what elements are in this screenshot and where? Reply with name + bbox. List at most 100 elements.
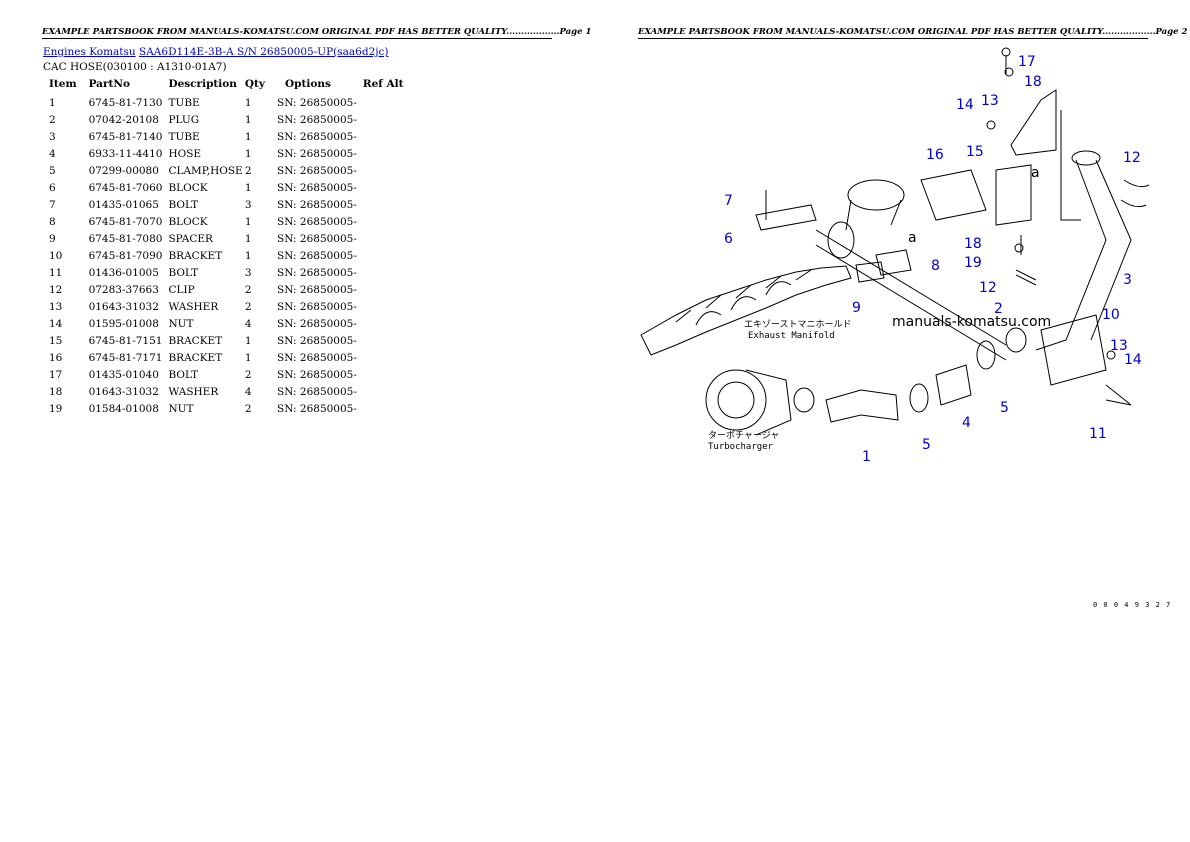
options-cell: SN: 26850005- <box>277 266 357 279</box>
callout-3: 3 <box>1123 272 1132 288</box>
partno-cell: 01436-01005 <box>88 266 159 279</box>
refalt-cell <box>357 196 410 213</box>
partno-cell: 01595-01008 <box>88 317 159 330</box>
item-cell: 19 <box>49 402 63 415</box>
item-cell: 3 <box>49 130 56 143</box>
description-cell: BOLT <box>168 266 199 279</box>
callout-18b: 18 <box>964 236 982 252</box>
qty-cell: 2 <box>244 402 252 415</box>
qty-cell: 1 <box>244 181 252 194</box>
options-cell: SN: 26850005- <box>277 385 357 398</box>
partno-cell: 6745-81-7151 <box>88 334 163 347</box>
qty-cell: 2 <box>244 368 252 381</box>
callout-18: 18 <box>1024 74 1042 90</box>
qty-cell: 1 <box>244 113 252 126</box>
refalt-cell <box>357 230 410 247</box>
description-cell: BRACKET <box>168 351 223 364</box>
breadcrumb-link-engines[interactable]: Engines Komatsu <box>43 46 136 58</box>
col-description-header: Description <box>168 78 237 90</box>
description-cell: CLIP <box>168 283 195 296</box>
description-cell: WASHER <box>168 385 219 398</box>
item-cell: 7 <box>49 198 56 211</box>
item-cell: 11 <box>49 266 63 279</box>
refalt-cell <box>357 281 410 298</box>
description-cell: WASHER <box>168 300 219 313</box>
col-item-header: Item <box>49 78 77 90</box>
qty-cell: 1 <box>244 147 252 160</box>
options-cell: SN: 26850005- <box>277 113 357 126</box>
drawing-code: 0 0 0 4 9 3 2 7 <box>1093 601 1172 609</box>
item-cell: 18 <box>49 385 63 398</box>
options-cell: SN: 26850005- <box>277 283 357 296</box>
description-cell: TUBE <box>168 130 200 143</box>
qty-cell: 1 <box>244 232 252 245</box>
options-cell: SN: 26850005- <box>277 368 357 381</box>
table-header-row: Item PartNo Description Qty Options Ref … <box>43 77 409 94</box>
qty-cell: 1 <box>244 334 252 347</box>
item-cell: 8 <box>49 215 56 228</box>
refalt-cell <box>357 400 410 417</box>
col-options-header: Options <box>285 78 331 90</box>
partno-cell: 01584-01008 <box>88 402 159 415</box>
options-cell: SN: 26850005- <box>277 300 357 313</box>
refalt-cell <box>357 315 410 332</box>
options-cell: SN: 26850005- <box>277 215 357 228</box>
qty-cell: 2 <box>244 300 252 313</box>
partno-cell: 6933-11-4410 <box>88 147 163 160</box>
refalt-cell <box>357 332 410 349</box>
item-cell: 10 <box>49 249 63 262</box>
col-qty-header: Qty <box>244 78 266 90</box>
description-cell: BLOCK <box>168 181 208 194</box>
callout-5: 5 <box>922 437 931 453</box>
parts-diagram: 17 18 14 13 16 15 12 7 6 8 9 18 19 12 2 … <box>640 47 1150 465</box>
partno-cell: 07299-00080 <box>88 164 159 177</box>
callout-6: 6 <box>724 231 733 247</box>
description-cell: BOLT <box>168 368 199 381</box>
item-cell: 13 <box>49 300 63 313</box>
options-cell: SN: 26850005- <box>277 232 357 245</box>
col-partno-header: PartNo <box>88 78 130 90</box>
qty-cell: 3 <box>244 266 252 279</box>
col-refalt-header: Ref Alt <box>362 78 404 90</box>
item-cell: 2 <box>49 113 56 126</box>
qty-cell: 2 <box>244 283 252 296</box>
partno-cell: 6745-81-7090 <box>88 249 163 262</box>
options-cell: SN: 26850005- <box>277 351 357 364</box>
options-cell: SN: 26850005- <box>277 334 357 347</box>
partno-cell: 6745-81-7171 <box>88 351 163 364</box>
qty-cell: 1 <box>244 215 252 228</box>
parts-table: Item PartNo Description Qty Options Ref … <box>43 77 409 417</box>
qty-cell: 4 <box>244 385 252 398</box>
qty-cell: 4 <box>244 317 252 330</box>
description-cell: BRACKET <box>168 249 223 262</box>
callout-11: 11 <box>1089 426 1107 442</box>
refalt-cell <box>357 298 410 315</box>
callout-12b: 12 <box>979 280 997 296</box>
qty-cell: 2 <box>244 164 252 177</box>
qty-cell: 1 <box>244 351 252 364</box>
description-cell: BLOCK <box>168 215 208 228</box>
description-cell: NUT <box>168 402 194 415</box>
options-cell: SN: 26850005- <box>277 317 357 330</box>
turbocharger-label: Turbocharger <box>708 442 774 452</box>
refalt-cell <box>357 264 410 281</box>
refalt-cell <box>357 366 410 383</box>
partno-cell: 07042-20108 <box>88 113 159 126</box>
callout-14: 14 <box>956 97 974 113</box>
description-cell: BOLT <box>168 198 199 211</box>
callout-14b: 14 <box>1124 352 1142 368</box>
item-cell: 5 <box>49 164 56 177</box>
partno-cell: 01435-01040 <box>88 368 159 381</box>
breadcrumb-link-model[interactable]: SAA6D114E-3B-A S/N 26850005-UP(saa6d2jc) <box>139 46 389 58</box>
refalt-cell <box>357 247 410 264</box>
